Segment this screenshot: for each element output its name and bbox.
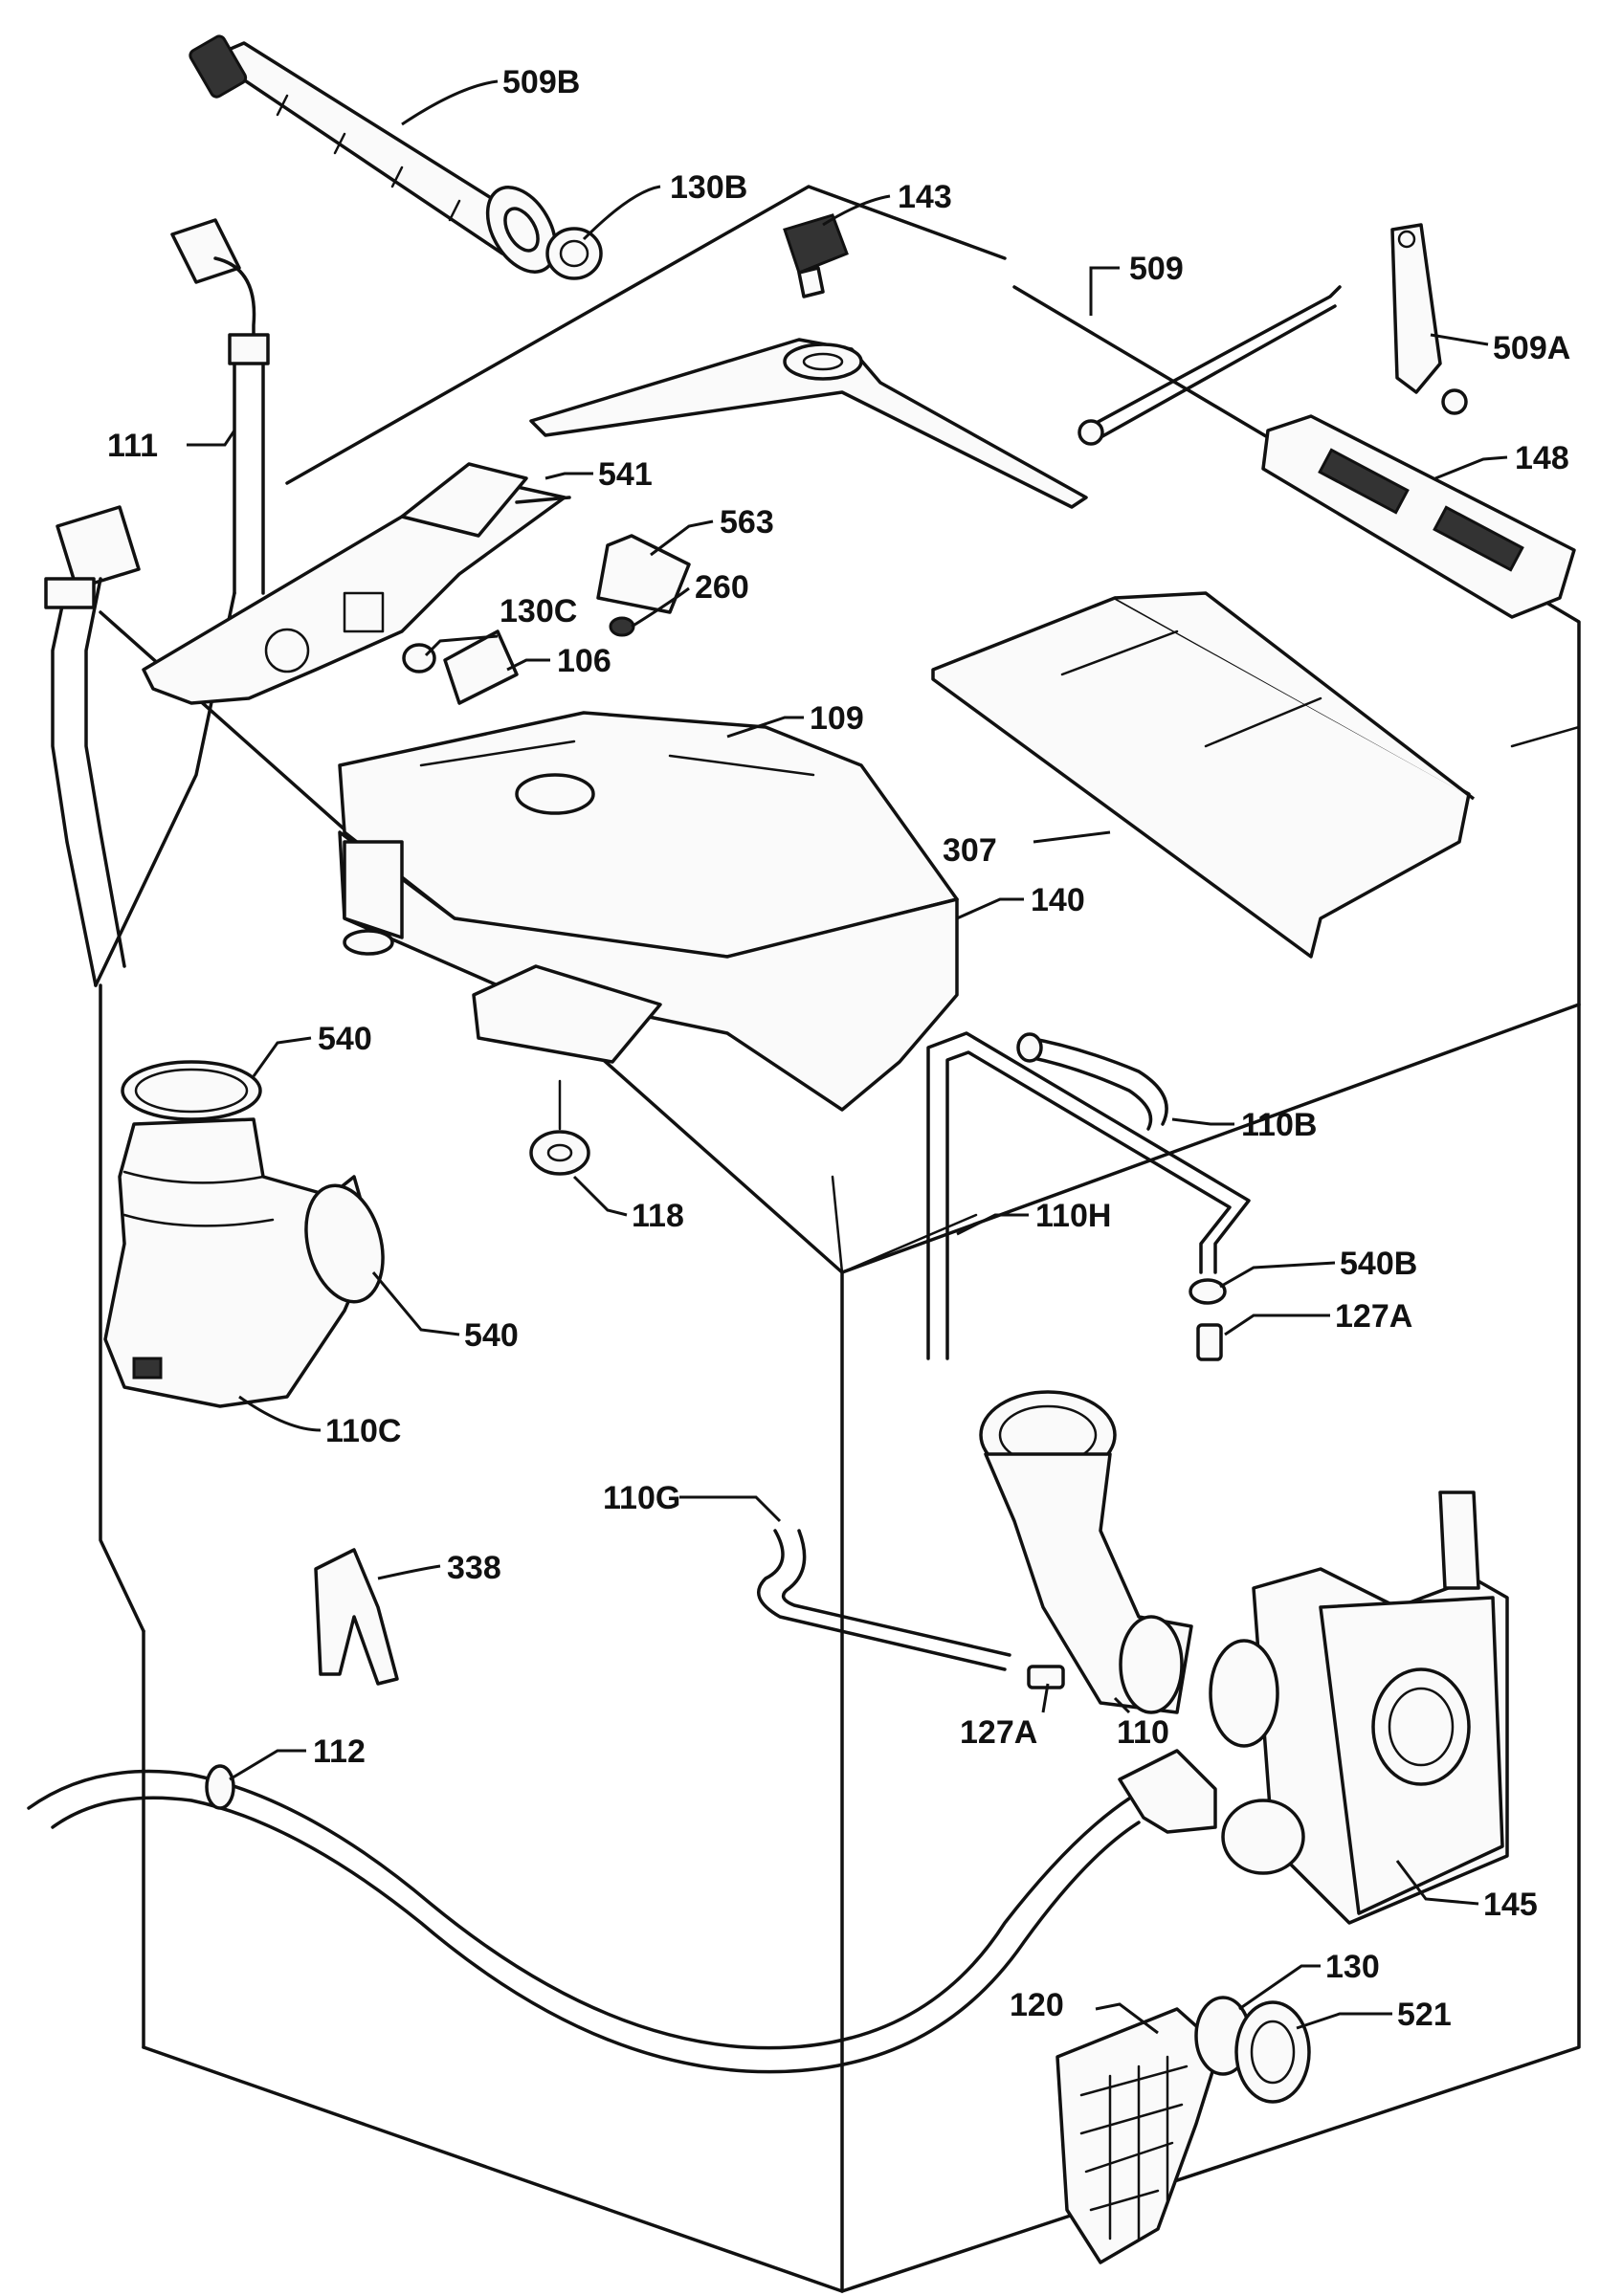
label-120: 120	[1010, 1987, 1064, 2023]
part-563-cover	[596, 534, 691, 614]
part-112-drain-hose	[27, 1749, 1217, 2074]
part-140-dispenser-housing	[338, 830, 959, 1112]
label-140: 140	[1031, 882, 1085, 918]
part-118-gear	[529, 1079, 590, 1176]
label-509b: 509B	[502, 64, 580, 100]
part-540b-clamp	[1189, 1278, 1227, 1305]
label-112: 112	[313, 1733, 366, 1770]
part-143-knob	[783, 213, 849, 298]
part-127a-connector-right	[1196, 1323, 1223, 1361]
part-110-hose	[979, 1390, 1193, 1714]
part-110g-pipe	[757, 1529, 1011, 1671]
label-145: 145	[1483, 1887, 1538, 1923]
label-540-top: 540	[318, 1021, 372, 1057]
label-130c: 130C	[500, 593, 577, 629]
label-106: 106	[557, 643, 611, 679]
label-110: 110	[1117, 1714, 1169, 1751]
part-145-sump	[1209, 1490, 1509, 1925]
label-110h: 110H	[1035, 1198, 1111, 1234]
part-307-drawer	[931, 591, 1476, 959]
part-541-bracket	[142, 462, 571, 705]
part-labels: 509B 130B 143 509 509A 111 541 148 563 2…	[107, 64, 1570, 2033]
label-521: 521	[1397, 1997, 1452, 2033]
part-rod	[1078, 285, 1342, 446]
part-109-dispenser-top	[338, 711, 959, 959]
label-307: 307	[943, 832, 997, 869]
part-110b-hose	[1016, 1032, 1168, 1131]
part-521-cap	[1234, 2000, 1311, 2104]
part-540-gasket-top	[121, 1060, 262, 1121]
part-148-handle	[1261, 414, 1576, 619]
label-110c: 110C	[325, 1413, 401, 1449]
label-130: 130	[1325, 1949, 1380, 1985]
part-110h-pipe	[926, 1031, 1251, 1360]
label-509: 509	[1129, 251, 1184, 287]
label-260: 260	[695, 569, 749, 606]
label-130b: 130B	[670, 169, 747, 206]
part-106-clip	[443, 629, 519, 705]
label-110b: 110B	[1241, 1107, 1317, 1143]
part-130b-nut	[545, 227, 603, 280]
label-563: 563	[720, 504, 774, 541]
part-130c-nut	[402, 643, 436, 673]
label-118: 118	[632, 1198, 684, 1234]
part-111-inlet-hose	[44, 218, 270, 987]
label-111: 111	[107, 428, 158, 464]
label-540b: 540B	[1340, 1246, 1417, 1282]
label-110g: 110G	[603, 1480, 680, 1516]
part-127a-connector-bottom	[1027, 1665, 1065, 1689]
label-509a: 509A	[1493, 330, 1570, 366]
label-541: 541	[598, 456, 653, 493]
part-120-filter	[1055, 2007, 1222, 2264]
label-127a-bottom: 127A	[960, 1714, 1037, 1751]
label-540-side: 540	[464, 1317, 519, 1354]
part-509b-valve-pipe	[189, 34, 558, 274]
label-127a-right: 127A	[1335, 1298, 1412, 1335]
label-148: 148	[1515, 440, 1569, 476]
part-260-spring	[609, 616, 635, 637]
leader-lines	[187, 79, 1508, 2035]
part-509a-bracket	[1390, 223, 1468, 415]
part-509-lever	[529, 338, 1088, 509]
part-110c-hose	[103, 1117, 385, 1408]
label-143: 143	[898, 179, 952, 215]
label-109: 109	[810, 700, 864, 737]
part-338-clip	[314, 1548, 399, 1686]
label-338: 338	[447, 1550, 501, 1586]
